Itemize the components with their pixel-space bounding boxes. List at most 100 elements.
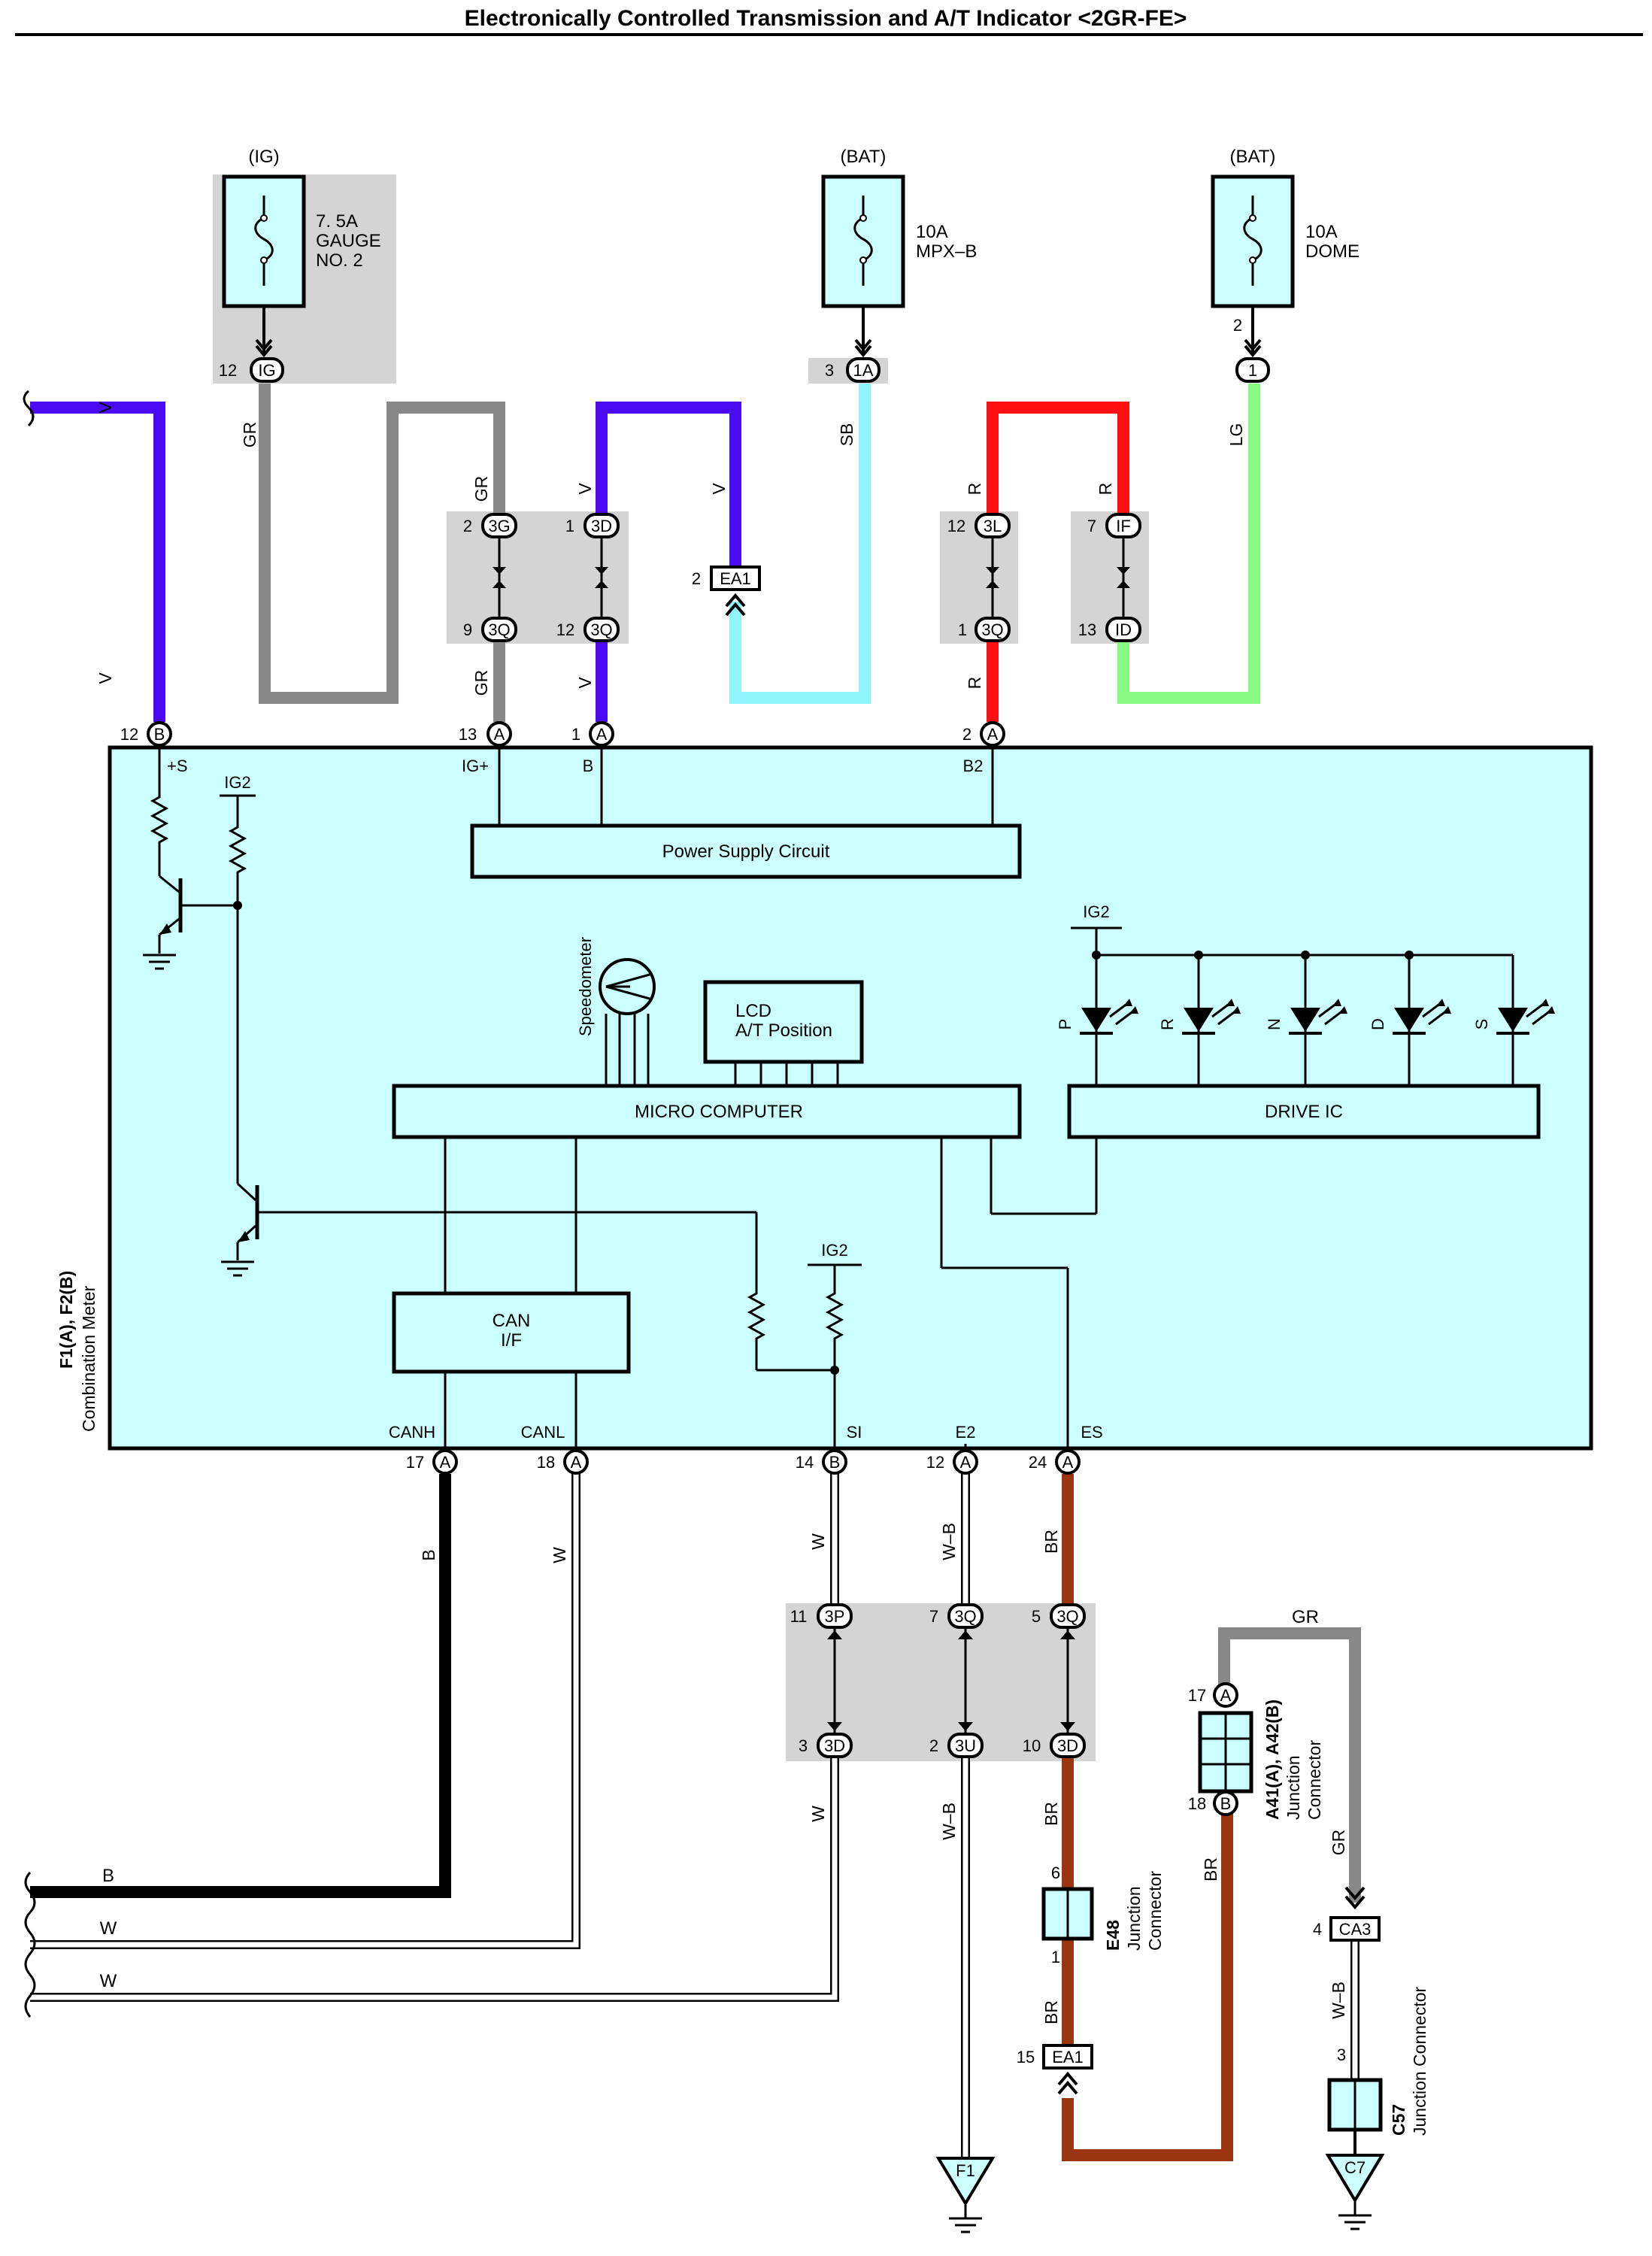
power-supply-label: Power Supply Circuit: [662, 841, 830, 862]
wire-r-top: [987, 402, 1129, 523]
micro-computer-box: [392, 1084, 1022, 1139]
svg-text:17: 17: [406, 1453, 424, 1472]
term-canl: CANL: [521, 1423, 565, 1442]
svg-text:2: 2: [692, 569, 701, 588]
fuse-dome-supply: (BAT): [1230, 147, 1276, 167]
fuse-mpx: (BAT) 10A MPX–B 1A 3: [821, 147, 977, 383]
fuse-dome-pin: 2: [1233, 316, 1242, 335]
svg-text:2: 2: [929, 1736, 938, 1755]
fuse-gauge-rating: 7. 5A: [316, 211, 358, 232]
wire-label-w-4: W: [100, 1918, 117, 1939]
wire-label-r-3: R: [965, 677, 984, 690]
junction-connector-c57: 3 C57 Junction Connector: [1327, 1986, 1429, 2155]
can-if-box: [392, 1291, 631, 1374]
wire-label-gr-4: GR: [1292, 1607, 1319, 1627]
wire-label-br-1: BR: [1041, 1530, 1061, 1554]
wire-lg: [1117, 384, 1260, 704]
fuse-dome-conn: 1: [1248, 361, 1257, 380]
wire-sb: [729, 384, 871, 704]
svg-text:15: 15: [1017, 2048, 1035, 2066]
svg-text:3G: 3G: [488, 517, 510, 535]
wire-label-br-4: BR: [1201, 1857, 1220, 1882]
svg-text:A: A: [960, 1453, 971, 1472]
svg-text:B: B: [583, 757, 594, 775]
fuse-gauge: (IG) 7. 5A GAUGE NO. 2 IG 12: [219, 147, 381, 383]
can-if-label-2: I/F: [501, 1330, 522, 1351]
svg-text:18: 18: [1188, 1794, 1206, 1813]
wire-gr-gauge: [259, 384, 505, 704]
wire-label-v-2: V: [95, 672, 115, 684]
wire-label-w-5: W: [100, 1971, 117, 1991]
svg-text:C57: C57: [1389, 2104, 1408, 2136]
svg-text:12: 12: [556, 620, 574, 639]
fuse-dome-rating: 10A: [1305, 222, 1338, 242]
fuse-gauge-conn: IG: [258, 361, 275, 380]
wire-label-b-1: B: [419, 1549, 438, 1560]
svg-text:ID: ID: [1115, 620, 1132, 639]
wire-label-wb-2: W–B: [939, 1803, 959, 1840]
ground-c7-icon: C7: [1325, 2154, 1385, 2230]
term-canh: CANH: [389, 1423, 435, 1442]
svg-text:1: 1: [1051, 1948, 1060, 1966]
svg-text:1: 1: [571, 725, 580, 744]
wire-label-wb-1: W–B: [939, 1523, 959, 1560]
wire-label-br-3: BR: [1041, 2000, 1061, 2024]
svg-text:S: S: [1472, 1019, 1491, 1030]
wire-label-gr-1: GR: [240, 422, 259, 448]
junction-3d-3q: 3D 1 3Q 12: [556, 513, 620, 642]
svg-text:2: 2: [463, 517, 472, 535]
ground-f1-icon: F1: [935, 2157, 996, 2233]
meter-desc: Combination Meter: [79, 1285, 99, 1432]
wire-gr-ca3: [1218, 1627, 1361, 1903]
led-p: P: [1056, 999, 1138, 1035]
fuse-gauge-pin: 12: [219, 361, 237, 380]
wire-v-left: [30, 402, 165, 722]
svg-text:3L: 3L: [984, 517, 1002, 535]
wire-label-lg: LG: [1226, 423, 1246, 447]
fuse-mpx-supply: (BAT): [841, 147, 887, 167]
svg-text:3D: 3D: [1057, 1736, 1078, 1755]
svg-text:Connector: Connector: [1145, 1871, 1165, 1951]
svg-text:B: B: [154, 725, 165, 744]
fuse-dome: (BAT) 10A DOME 1 2: [1211, 147, 1359, 383]
svg-text:A: A: [987, 725, 999, 744]
svg-text:A: A: [571, 1453, 582, 1472]
led-s: S: [1472, 999, 1555, 1035]
svg-text:12: 12: [926, 1453, 944, 1472]
power-supply-circuit-box: [470, 823, 1022, 879]
lcd-label-2: A/T Position: [735, 1020, 832, 1041]
svg-text:17: 17: [1188, 1686, 1206, 1705]
svg-text:IG+: IG+: [462, 757, 489, 775]
svg-text:A: A: [440, 1453, 451, 1472]
svg-text:10: 10: [1023, 1736, 1041, 1755]
wire-v-top: [596, 402, 741, 575]
wire-label-r-2: R: [1096, 483, 1115, 496]
wire-label-w-1: W: [550, 1547, 569, 1563]
connector-ea1-bottom: EA1 15: [1017, 2044, 1093, 2095]
fuse-gauge-name-2: NO. 2: [316, 250, 363, 271]
svg-text:+S: +S: [167, 757, 188, 775]
meter-bottom-pins: A 17 A 18 B 14 A 12 A 24: [406, 1449, 1081, 1475]
junction-3q-3u: 3Q 7 3U 2: [929, 1603, 984, 1758]
svg-text:3P: 3P: [825, 1607, 845, 1626]
break-mark-bottom: [24, 1871, 36, 2018]
svg-text:B: B: [1220, 1794, 1232, 1813]
svg-text:3Q: 3Q: [1056, 1607, 1078, 1626]
svg-text:3D: 3D: [824, 1736, 845, 1755]
svg-text:24: 24: [1029, 1453, 1047, 1472]
svg-text:3: 3: [1337, 2045, 1346, 2064]
wire-w-canl: [30, 1474, 580, 1949]
drive-ic-box: [1067, 1084, 1541, 1139]
svg-text:E48: E48: [1103, 1920, 1123, 1951]
svg-text:7: 7: [1087, 517, 1096, 535]
junction-connector-e48: 6 1 E48 Junction Connector: [1041, 1863, 1165, 1966]
fuse-dome-name: DOME: [1305, 241, 1359, 262]
wire-label-gr-3: GR: [471, 670, 491, 696]
term-si: SI: [847, 1423, 862, 1442]
svg-text:3: 3: [799, 1736, 808, 1755]
svg-text:IF: IF: [1116, 517, 1131, 535]
junction-3l-3q: 3L 12 3Q 1: [947, 513, 1011, 642]
svg-text:12: 12: [120, 725, 138, 744]
svg-text:D: D: [1369, 1018, 1387, 1030]
